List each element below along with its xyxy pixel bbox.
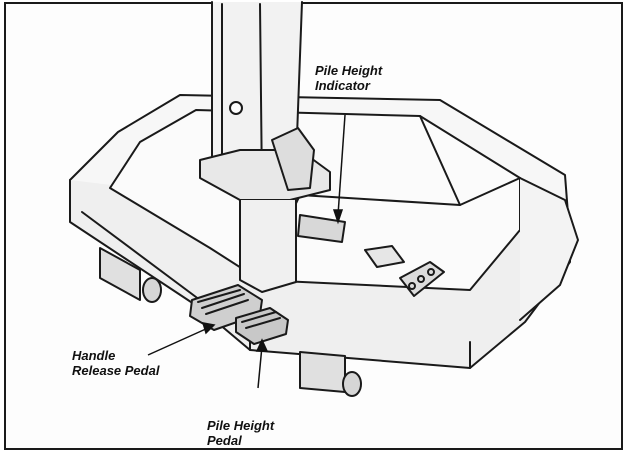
label-line: Indicator [315,78,370,93]
leader-pile-height-pedal [257,345,263,389]
front-bumper [519,177,579,321]
label-handle-release-pedal: Handle Release Pedal [72,348,159,378]
handle-screw [229,101,243,115]
label-pile-height-indicator: Pile Height Indicator [315,63,382,93]
left-wheel [99,247,141,301]
label-line: Pedal [207,433,242,448]
label-line: Handle [72,348,116,363]
pile-height-pedal [235,307,289,345]
neck [239,199,297,293]
leader-handle-release-pedal [147,327,209,356]
handle-clip [271,127,315,191]
deck-window [364,245,405,268]
label-pile-height-pedal: Pile Height Pedal [207,418,274,448]
leader-pile-height-indicator [337,114,346,216]
right-wheel [299,351,346,393]
label-line: Pile Height [315,63,383,78]
label-line: Release Pedal [72,363,160,378]
label-line: Pile Height [207,418,275,433]
indicator-strip [297,214,346,243]
